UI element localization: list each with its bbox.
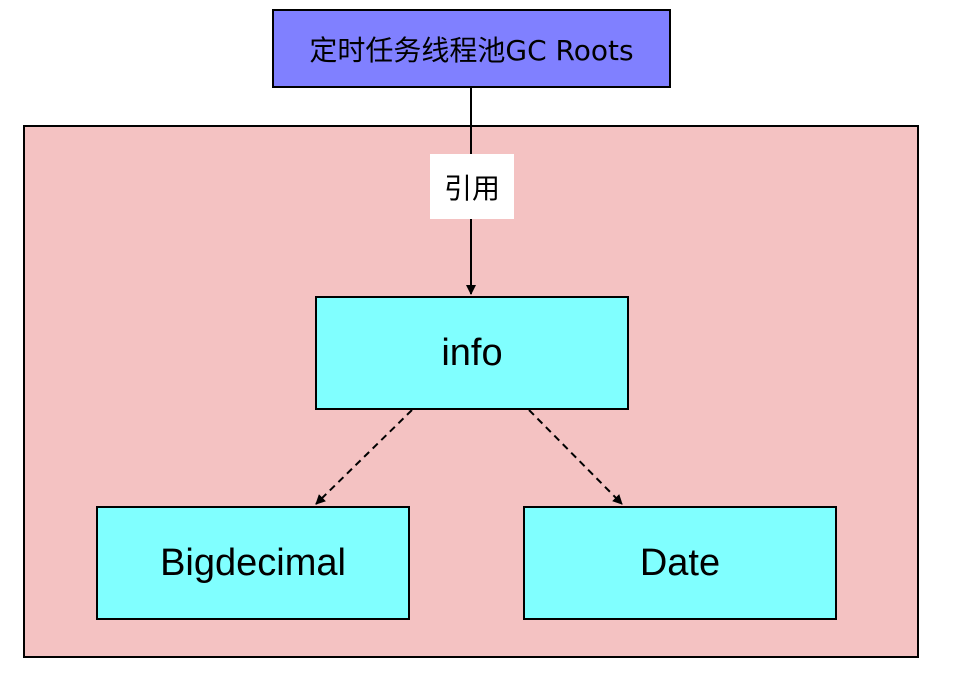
gc-roots-node: 定时任务线程池GC Roots — [272, 9, 671, 88]
bigdecimal-node: Bigdecimal — [96, 506, 410, 620]
date-node: Date — [523, 506, 837, 620]
info-node: info — [315, 296, 629, 410]
edge-info-to-date — [528, 409, 623, 505]
edge-info-to-bigdecimal — [315, 409, 413, 505]
reference-label: 引用 — [430, 154, 514, 219]
